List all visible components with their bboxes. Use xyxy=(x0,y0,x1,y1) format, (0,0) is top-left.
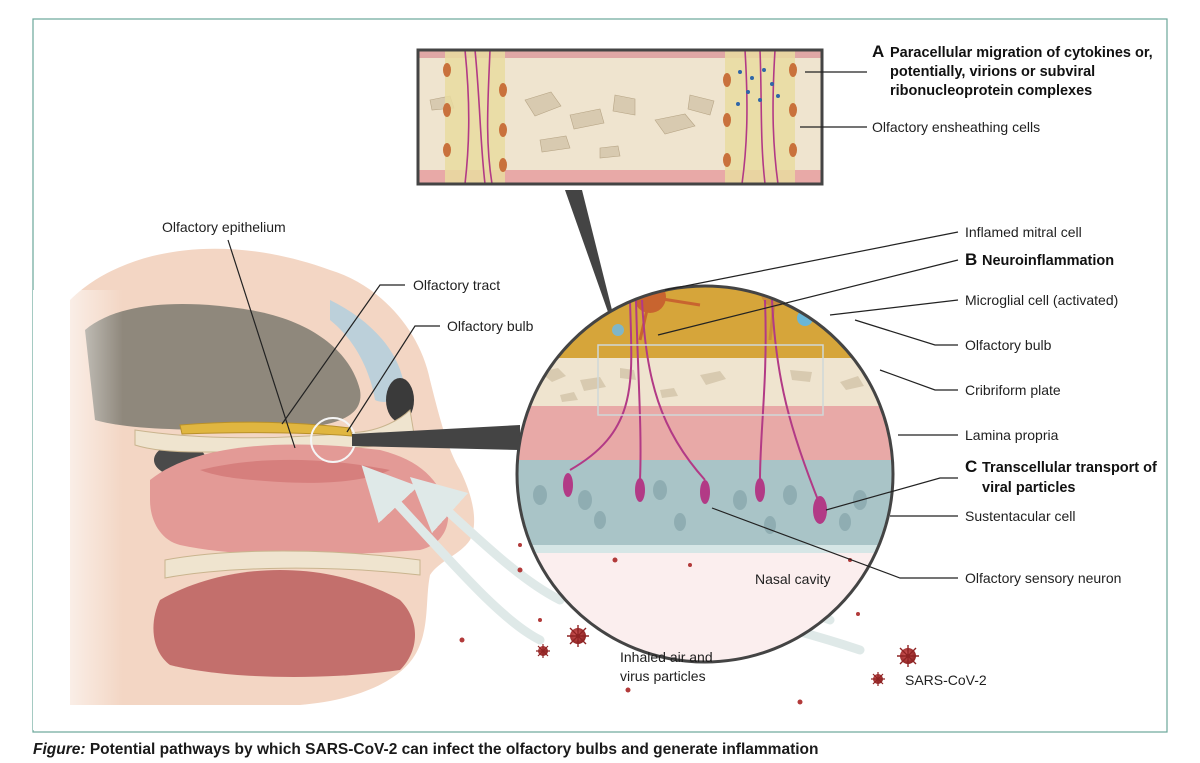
pathway-b-letter: B xyxy=(965,250,977,269)
head-section xyxy=(33,248,475,730)
pathway-a-letter: A xyxy=(872,42,884,61)
palate xyxy=(164,550,421,579)
sars-cov-2-particle xyxy=(871,672,885,686)
mucus-layer xyxy=(517,545,893,553)
airflow-arrow xyxy=(409,476,565,605)
sars-cov-2-particle xyxy=(536,644,550,658)
frontal-region xyxy=(330,300,405,402)
sars-cov-2-particle xyxy=(897,645,919,667)
zoom-box xyxy=(597,344,824,416)
label-inhaled-line1: Inhaled air and xyxy=(620,649,713,665)
label-olfactory-ensheathing-cells: Olfactory ensheathing cells xyxy=(872,119,1040,135)
pathway-c-line2: viral particles xyxy=(982,480,1076,496)
olfactory-sensory-neuron xyxy=(813,496,827,524)
olfactory-sensory-neuron xyxy=(755,478,765,502)
leader-lines xyxy=(227,71,959,579)
pathway-a-line2: potentially, virions or subviral xyxy=(890,64,1095,80)
label-microglial-cell: Microglial cell (activated) xyxy=(965,292,1118,308)
figure-caption: Figure: Potential pathways by which SARS… xyxy=(33,741,1173,759)
label-olfactory-bulb-right: Olfactory bulb xyxy=(965,337,1052,353)
pathway-b-line1: Neuroinflammation xyxy=(982,253,1114,269)
microglial-cell-activated xyxy=(612,324,624,336)
nerve-bundle xyxy=(445,50,505,184)
airflow-arrow xyxy=(361,465,545,645)
label-olfactory-tract: Olfactory tract xyxy=(413,277,500,293)
pathway-a-line1: Paracellular migration of cytokines or, xyxy=(890,45,1153,61)
caption-text: Potential pathways by which SARS-CoV-2 c… xyxy=(89,741,819,758)
pathway-c-line1: Transcellular transport of xyxy=(982,460,1157,476)
bone-fragments xyxy=(540,368,864,402)
olfactory-sensory-neurons xyxy=(563,473,827,524)
label-inflamed-mitral-cell: Inflamed mitral cell xyxy=(965,224,1082,240)
olfactory-sensory-neuron xyxy=(635,478,645,502)
brain xyxy=(85,304,361,430)
magnified-circle xyxy=(515,284,895,664)
ensheathing-cells xyxy=(443,63,797,172)
pathway-a-line3: ribonucleoprotein complexes xyxy=(890,83,1092,99)
bone-fragments xyxy=(429,91,715,159)
frontal-sinus xyxy=(386,378,414,422)
virus-specks xyxy=(459,543,860,705)
sustentacular-cells xyxy=(533,480,867,534)
inset-border xyxy=(416,48,824,186)
zoom-connector-lower xyxy=(352,425,520,450)
axons xyxy=(464,50,779,184)
paracellular-inset xyxy=(416,48,824,186)
label-olfactory-sensory-neuron: Olfactory sensory neuron xyxy=(965,570,1121,586)
label-inhaled-line2: virus particles xyxy=(620,668,706,684)
nasal-turbinates xyxy=(200,459,390,483)
label-olfactory-epithelium: Olfactory epithelium xyxy=(162,219,286,235)
label-nasal-cavity: Nasal cavity xyxy=(755,571,830,587)
caption-prefix: Figure: xyxy=(33,741,86,758)
magnified-circle-border xyxy=(515,284,895,664)
label-olfactory-bulb-left: Olfactory bulb xyxy=(447,318,534,334)
zoom-connector-upper xyxy=(565,190,612,312)
label-sars-cov-2: SARS-CoV-2 xyxy=(905,672,987,688)
sars-cov-2-particle xyxy=(567,625,589,647)
olfactory-sensory-neuron xyxy=(700,480,710,504)
label-cribriform-plate: Cribriform plate xyxy=(965,382,1061,398)
label-lamina-propria: Lamina propria xyxy=(965,427,1059,443)
olfactory-sensory-neuron xyxy=(563,473,573,497)
virions xyxy=(736,68,780,106)
tongue xyxy=(153,570,415,677)
pathway-c-letter: C xyxy=(965,457,977,476)
virus-particles xyxy=(459,543,919,705)
label-sustentacular-cell: Sustentacular cell xyxy=(965,508,1076,524)
axon-bundles xyxy=(569,299,821,506)
